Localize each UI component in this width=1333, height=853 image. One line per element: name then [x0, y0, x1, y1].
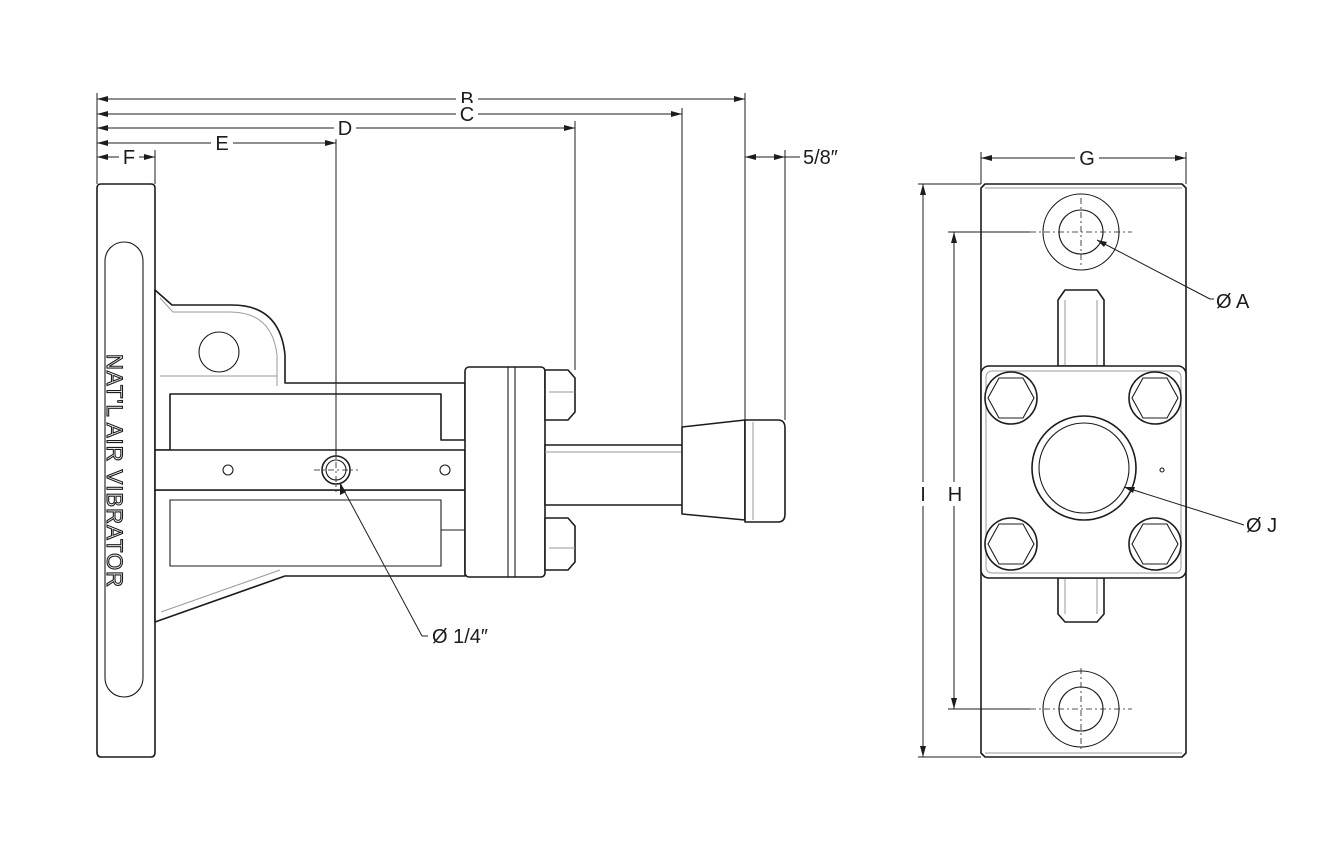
dim-label-d: D: [338, 118, 352, 140]
central-port: [1038, 422, 1130, 514]
dim-label-h: H: [948, 484, 962, 506]
fitting-taper: [681, 419, 746, 521]
dim-label-stem: 5/8″: [803, 147, 838, 169]
dim-label-i: I: [920, 484, 926, 506]
upper-bracket: [154, 289, 466, 451]
dim-label-a: Ø A: [1216, 291, 1250, 313]
brand-badge: [104, 241, 144, 698]
bolt-bottom-right: [1128, 517, 1182, 571]
fitting-tip: [744, 419, 786, 523]
bolt-bottom-left: [984, 517, 1038, 571]
bolt-top-right: [1128, 371, 1182, 425]
dim-label-f: F: [123, 147, 135, 169]
base-plate: [96, 183, 156, 758]
side-view: NAT'L AIR VIBRATOR: [96, 88, 838, 758]
index-dot: [1159, 467, 1165, 473]
hex-nut-bottom: [544, 517, 576, 571]
dim-label-hole: Ø 1/4″: [432, 626, 488, 648]
mount-hole: [198, 331, 240, 373]
center-web: [154, 449, 466, 491]
dim-label-g: G: [1079, 148, 1095, 170]
bolt-top-left: [984, 371, 1038, 425]
dim-label-c: C: [460, 104, 474, 126]
web-hole-left: [222, 464, 234, 476]
front-view: G I H Ø A Ø J: [914, 147, 1277, 758]
dim-label-j: Ø J: [1246, 515, 1277, 537]
web-hole-right: [439, 464, 451, 476]
piston-stem: [544, 444, 686, 506]
vibrator-body: [464, 366, 546, 578]
lower-bracket: [154, 489, 466, 623]
hex-nut-top: [544, 369, 576, 421]
central-port-outer: [1031, 415, 1137, 521]
brand-text: NAT'L AIR VIBRATOR: [102, 354, 127, 588]
dim-label-e: E: [215, 133, 228, 155]
